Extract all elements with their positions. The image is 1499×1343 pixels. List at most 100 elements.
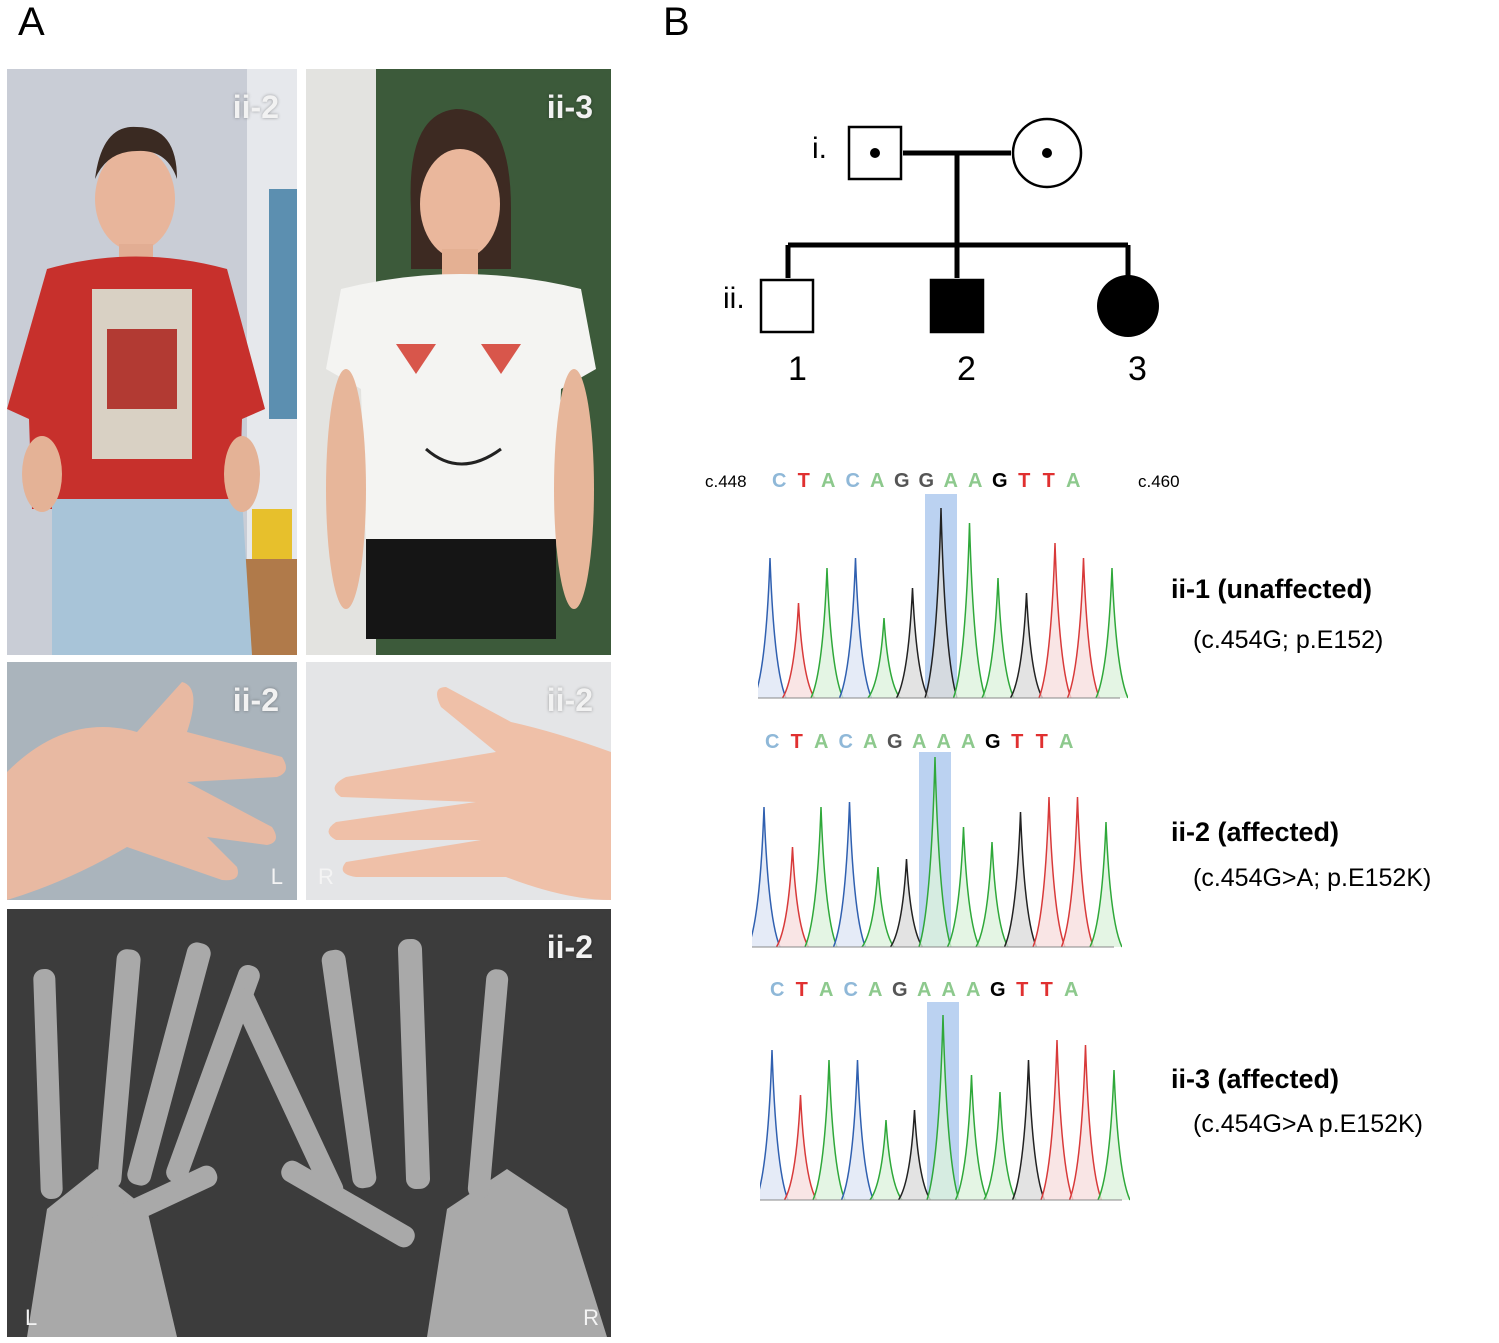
chromatogram-peak (889, 858, 924, 948)
sequence-base: A (968, 470, 983, 492)
chromatogram-peak (804, 806, 838, 948)
chromatogram-peak (840, 1059, 875, 1201)
trace-genotype-ii-1: (c.454G; p.E152) (1193, 626, 1384, 654)
photo-patient-ii-3-image (306, 69, 611, 655)
side-label-right: R (583, 1305, 599, 1330)
pedigree-child-2 (929, 278, 985, 334)
sequence-base: A (870, 470, 885, 492)
sequence-base: G (891, 979, 908, 1001)
chromatogram-peak (760, 1049, 789, 1201)
sequence-base: G (886, 731, 903, 753)
side-label-right: R (318, 864, 334, 889)
photo-tag: ii-2 (546, 682, 593, 718)
chromatogram-peak (983, 1091, 1017, 1201)
pedigree-lines (759, 117, 1159, 337)
sequence-base: T (1040, 979, 1053, 1001)
sequence-base: A (912, 731, 927, 753)
sequence-base: T (795, 979, 808, 1001)
trace-title-ii-2: ii-2 (affected) (1171, 817, 1340, 847)
pedigree-child-1 (759, 278, 815, 334)
sequence-base: G (989, 979, 1006, 1001)
chromatogram-peak (1009, 592, 1044, 699)
sequence-base: C (843, 979, 858, 1001)
trace-genotype-ii-3: (c.454G>A p.E152K) (1193, 1110, 1424, 1138)
chromatogram-peak (758, 557, 787, 699)
sequence-base: A (966, 979, 981, 1001)
photo-hand-right-image (306, 662, 611, 900)
sequence-base: A (936, 731, 951, 753)
chromatogram-peak (975, 841, 1009, 948)
pedigree-child-3 (1097, 275, 1159, 337)
sequence-base: A (917, 979, 932, 1001)
child-number: 1 (788, 350, 807, 388)
sequence-base: A (814, 731, 829, 753)
side-label-left: L (270, 864, 283, 889)
chromatogram-peak (918, 756, 952, 948)
sequence-base: T (1018, 470, 1031, 492)
sequence-base: C (765, 731, 780, 753)
chromatogram-peak (952, 522, 987, 699)
chromatogram-peak (954, 1074, 989, 1201)
trace-title-ii-1: ii-1 (unaffected) (1171, 574, 1373, 604)
sequence-base: A (819, 979, 834, 1001)
generation-label-i: i. (812, 132, 827, 165)
sequence-base: A (943, 470, 958, 492)
chromatogram-peak (832, 801, 867, 948)
chromatogram-peak (897, 1109, 932, 1201)
sequence-base: G (984, 731, 1001, 753)
chromatogram-peak (1038, 542, 1072, 699)
carrier-dot (1042, 148, 1052, 158)
chromatogram-peak (1040, 1039, 1074, 1201)
sequence-base: T (797, 470, 810, 492)
sequence-base: T (1042, 470, 1055, 492)
sequence-base: A (863, 731, 878, 753)
child-number: 3 (1128, 350, 1147, 388)
photo-xray-hands-image (7, 909, 611, 1337)
photo-tag: ii-2 (232, 682, 279, 718)
chromatogram-peak (752, 806, 781, 948)
chromatogram-peak (1066, 557, 1101, 699)
side-label-left: L (25, 1305, 38, 1330)
sequence-base: A (821, 470, 836, 492)
chromatogram-ii-1 (758, 494, 1128, 699)
chromatogram-peak (838, 557, 873, 699)
photo-hand-left: ii-2 L (7, 662, 297, 900)
chromatogram-peak (775, 846, 810, 948)
photo-patient-ii-2: ii-2 (7, 69, 297, 655)
chromatogram-peak (946, 826, 981, 948)
chromatogram-peak (1097, 1069, 1130, 1201)
chromatogram-peak (861, 866, 895, 948)
sequence-base: T (1035, 731, 1048, 753)
sequence-base: C (838, 731, 853, 753)
chromatogram-peak (1060, 796, 1095, 948)
sequence-base: A (868, 979, 883, 1001)
chromatogram-ii-2 (752, 752, 1122, 948)
panel-letter-a: A (18, 0, 45, 44)
sequence-base: A (1066, 470, 1081, 492)
sequence-base: A (1059, 731, 1074, 753)
chromatogram-peak (812, 1059, 846, 1201)
chromatogram-peak (869, 1119, 903, 1201)
chromatogram-peak (1003, 811, 1038, 948)
trace-title-ii-3: ii-3 (affected) (1171, 1064, 1340, 1094)
chromatogram-peak (783, 1094, 818, 1201)
chromatogram-peak (1089, 821, 1122, 948)
sequence-base: G (918, 470, 935, 492)
panel-letter-b: B (663, 0, 690, 44)
trace-genotype-ii-2: (c.454G>A; p.E152K) (1193, 864, 1432, 892)
sequence-base: C (770, 979, 785, 1001)
chromatogram-peak (1011, 1059, 1046, 1201)
chromatogram-peak (981, 577, 1015, 699)
sequence-base: C (845, 470, 860, 492)
chromatogram-peak (781, 602, 816, 699)
carrier-dot (870, 148, 880, 158)
photo-xray-hands: ii-2 L R (7, 909, 611, 1337)
coordinate-start: c.448 (705, 472, 747, 491)
photo-hand-right: ii-2 R (306, 662, 611, 900)
child-number: 2 (957, 350, 976, 388)
photo-tag: ii-2 (546, 929, 593, 965)
chromatogram-peak (1095, 567, 1128, 699)
